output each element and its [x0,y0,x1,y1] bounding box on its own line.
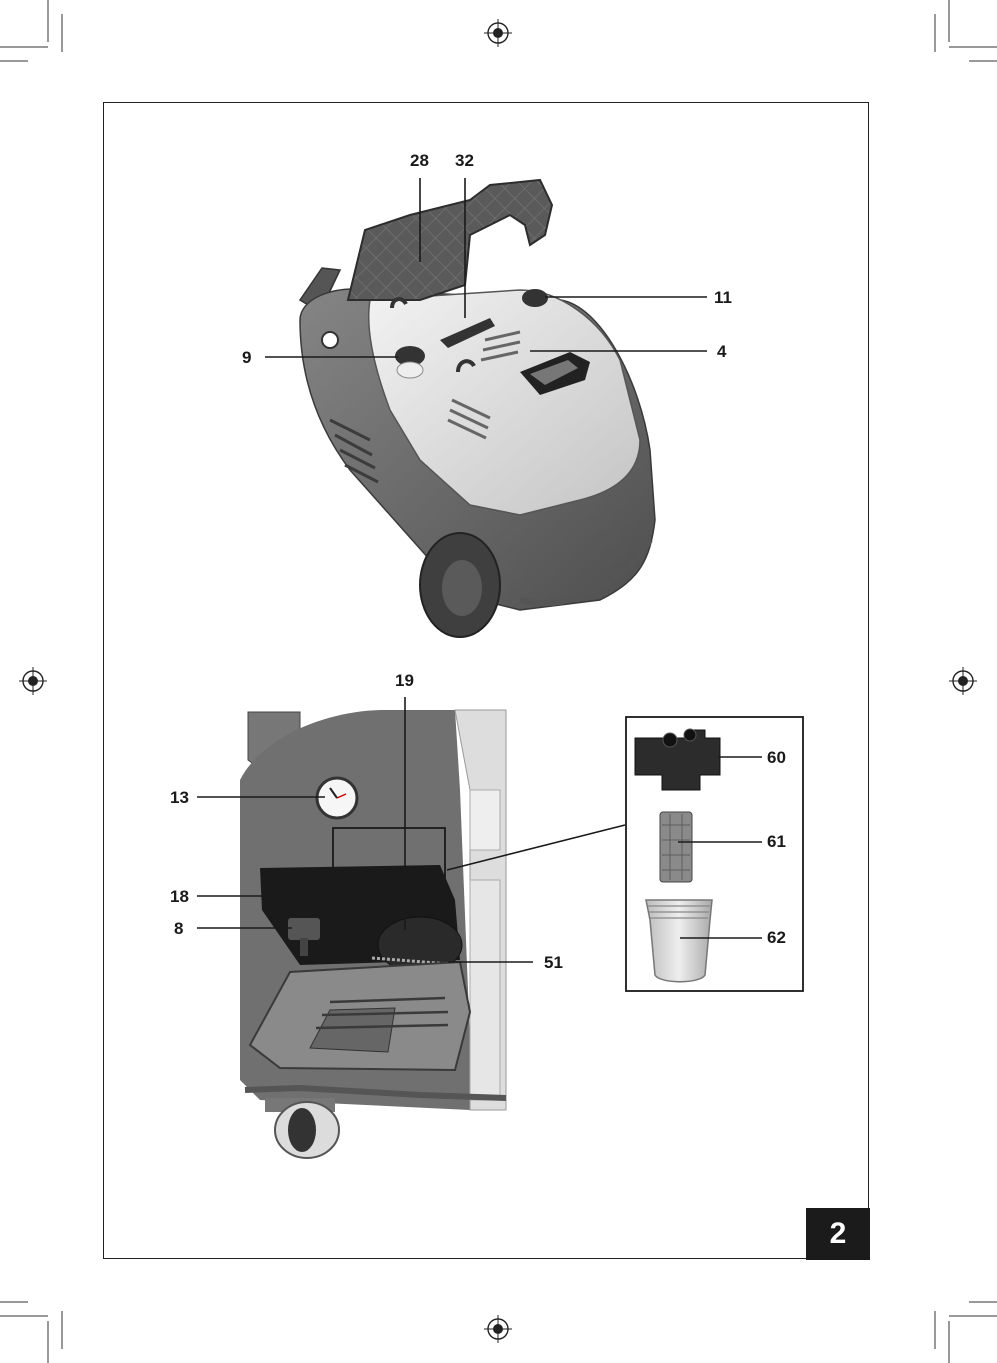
callout-11: 11 [714,288,732,307]
callout-32: 32 [455,151,474,170]
callout-8: 8 [174,919,184,938]
callout-28: 28 [410,151,429,170]
callout-13: 13 [170,788,189,807]
machine-top-illustration [298,178,656,638]
leader-lines-bottom [197,697,626,963]
callout-4: 4 [717,342,727,361]
registration-mark-icon [484,1315,512,1343]
leader-lines-top [265,178,707,358]
registration-mark-icon [949,667,977,695]
callout-61: 61 [767,832,786,851]
machine-side-illustration [240,709,507,1159]
callout-19: 19 [395,671,414,690]
registration-mark-icon [19,667,47,695]
page-frame [103,102,869,1259]
registration-mark-icon [484,19,512,47]
callout-62: 62 [767,928,786,947]
callout-18: 18 [170,887,189,906]
callout-60: 60 [767,748,786,767]
callout-9: 9 [242,348,252,367]
callout-51: 51 [544,953,563,972]
page-number: 2 [806,1208,870,1260]
filter-detail-box [625,716,804,992]
